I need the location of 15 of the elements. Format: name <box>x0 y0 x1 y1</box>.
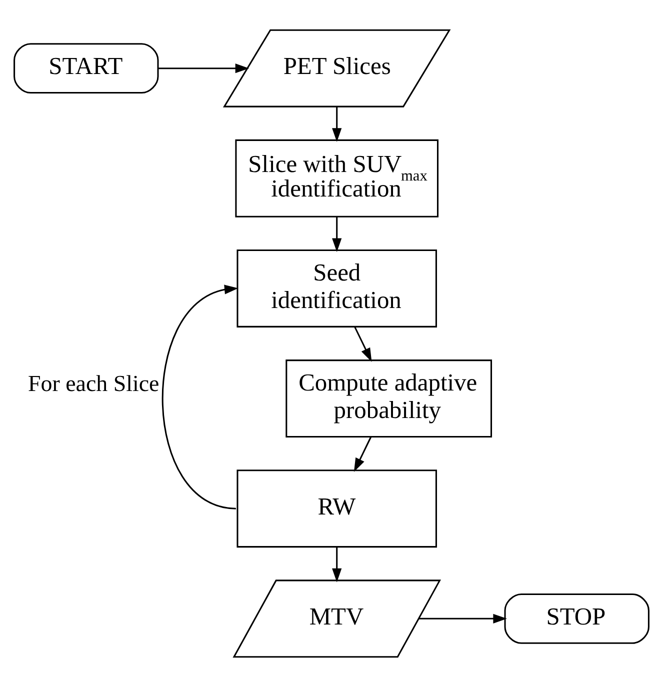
arrow <box>332 216 342 252</box>
node-box: STOP <box>504 593 650 644</box>
node-box: Slice with SUV$_{max}$ identification <box>235 139 438 218</box>
node-box: Seed identification <box>236 249 437 328</box>
arrow <box>162 284 238 510</box>
arrow <box>332 546 342 582</box>
node-box: Compute adaptive probability <box>286 360 492 438</box>
edge-label: For each Slice <box>28 371 160 396</box>
arrow <box>158 64 250 74</box>
node-box: RW <box>236 470 437 548</box>
arrow <box>354 326 372 362</box>
arrow <box>418 614 507 624</box>
arrow <box>332 106 342 142</box>
node-box: START <box>14 43 159 94</box>
arrow <box>354 436 372 472</box>
